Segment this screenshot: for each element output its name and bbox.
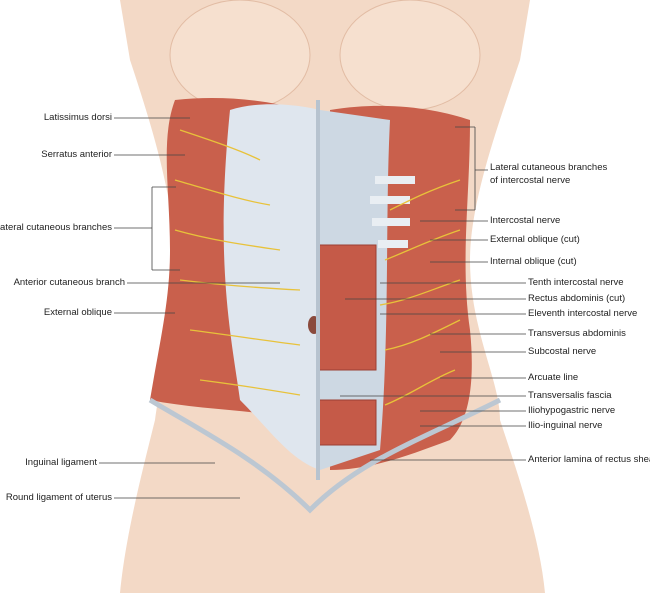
label-ilio-inguinal-nerve: Ilio-inguinal nerve <box>528 420 603 431</box>
inguinal-ligament <box>148 397 502 514</box>
label-serratus-anterior: Serratus anterior <box>41 149 112 160</box>
rectus-abdominis-lower <box>317 399 377 446</box>
label-subcostal-nerve: Subcostal nerve <box>528 346 597 357</box>
label-eleventh-intercostal-nerve: Eleventh intercostal nerve <box>528 308 638 319</box>
label-external-oblique: External oblique <box>43 307 112 318</box>
label-iliohypogastric-nerve: Iliohypogastric nerve <box>528 405 616 416</box>
nerves <box>174 129 461 406</box>
rectus-abdominis-cut <box>317 244 377 371</box>
label-internal-oblique-cut: Internal oblique (cut) <box>490 256 577 267</box>
label-lateral-cutaneous-intercostal-2: of intercostal nerve <box>490 175 571 186</box>
ribs <box>370 176 415 248</box>
label-arcuate-line: Arcuate line <box>528 372 579 383</box>
left-breast <box>169 0 311 111</box>
label-latissimus-dorsi: Latissimus dorsi <box>43 112 112 123</box>
label-external-oblique-cut: External oblique (cut) <box>490 234 580 245</box>
label-transversalis-fascia: Transversalis fascia <box>528 390 612 401</box>
label-anterior-lamina-rectus-sheath: Anterior lamina of rectus sheath <box>528 454 650 465</box>
label-inguinal-ligament: Inguinal ligament <box>25 457 97 468</box>
leader-lines <box>99 117 526 499</box>
label-intercostal-nerve: Intercostal nerve <box>490 215 561 226</box>
label-lateral-cutaneous-branches: Lateral cutaneous branches <box>0 222 112 233</box>
label-anterior-cutaneous-branch: Anterior cutaneous branch <box>13 277 125 288</box>
aponeurosis-left <box>223 104 320 470</box>
label-rectus-abdominis-cut: Rectus abdominis (cut) <box>528 293 626 304</box>
label-tenth-intercostal-nerve: Tenth intercostal nerve <box>528 277 624 288</box>
right-breast <box>339 0 481 111</box>
label-lateral-cutaneous-intercostal-1: Lateral cutaneous branches <box>490 162 608 173</box>
label-round-ligament: Round ligament of uterus <box>5 492 112 503</box>
label-transversus-abdominis: Transversus abdominis <box>528 328 626 339</box>
